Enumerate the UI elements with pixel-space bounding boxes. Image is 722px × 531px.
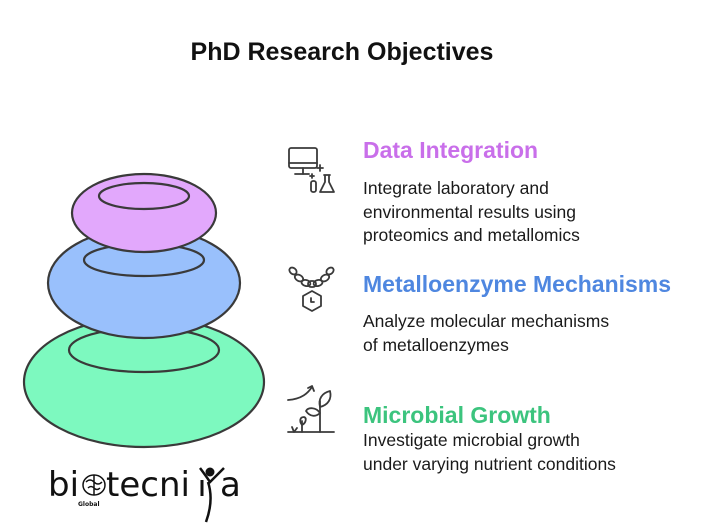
chain-hexagon-molecule-icon xyxy=(288,266,335,312)
objective-description-data-integration: Integrate laboratory and environmental r… xyxy=(363,178,580,245)
objective-title-microbial-growth: Microbial Growth xyxy=(363,402,551,428)
torus-top xyxy=(70,172,218,254)
page-title: PhD Research Objectives xyxy=(190,38,494,66)
objective-description-microbial-growth: Investigate microbial growth under varyi… xyxy=(363,430,616,474)
logo-text-left: bi xyxy=(48,465,79,505)
objective-title-metalloenzyme: Metalloenzyme Mechanisms xyxy=(363,271,672,297)
logo-text-end: a xyxy=(220,465,241,505)
logo-text-right: tecni xyxy=(106,465,190,505)
brain-icon xyxy=(82,474,106,496)
computer-lab-flask-icon xyxy=(288,147,335,193)
objective-title-data-integration: Data Integration xyxy=(363,137,539,163)
dancer-figure-icon xyxy=(198,467,225,523)
stacked-torus-diagram xyxy=(22,172,266,449)
biotecnika-logo: bi Global tecni a xyxy=(48,460,248,531)
plant-growth-arrow-icon xyxy=(287,385,335,433)
logo-subtext: Global xyxy=(78,501,100,508)
objective-description-metalloenzyme: Analyze molecular mechanisms of metalloe… xyxy=(363,311,610,355)
